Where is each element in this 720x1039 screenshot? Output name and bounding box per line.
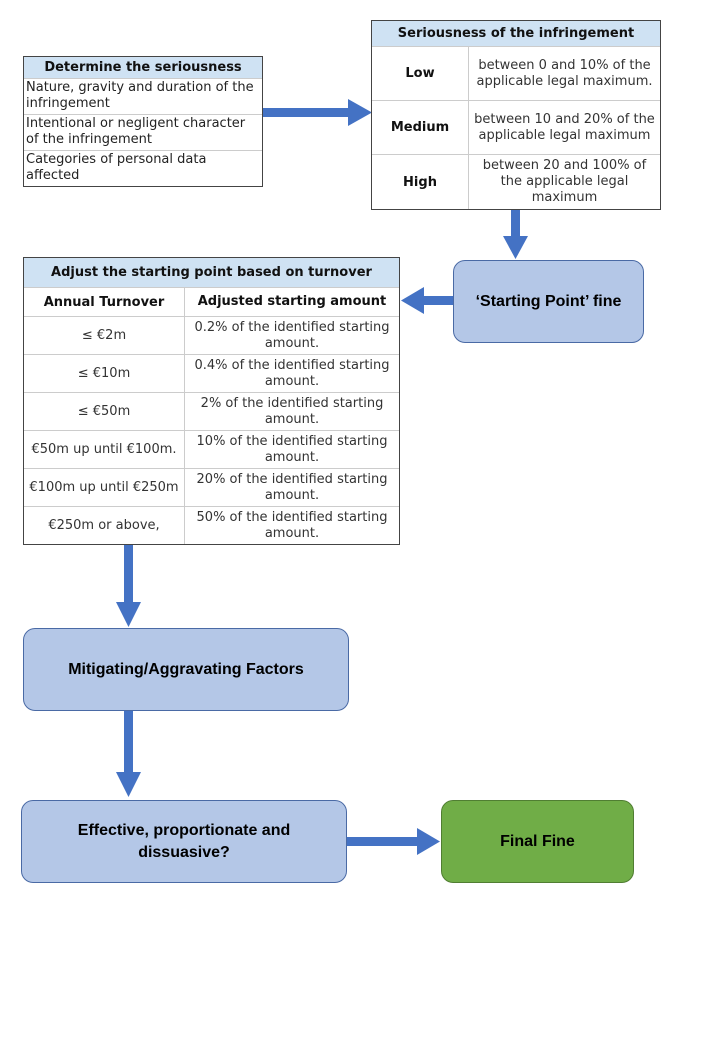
arrow-down-1 [503, 206, 528, 259]
table-row: €250m or above, 50% of the identified st… [24, 507, 399, 544]
table-row: €100m up until €250m 20% of the identifi… [24, 469, 399, 507]
amount-cell: 0.4% of the identified starting amount. [194, 357, 390, 389]
starting-point-box: ‘Starting Point’ fine [453, 260, 644, 343]
amount-cell: 0.2% of the identified starting amount. [194, 319, 390, 351]
turnover-cell: €250m or above, [24, 507, 185, 544]
determine-seriousness-table: Determine the seriousness Nature, gravit… [23, 56, 263, 187]
final-fine-label: Final Fine [500, 832, 575, 850]
seriousness-title: Seriousness of the infringement [372, 21, 660, 47]
table-row: €50m up until €100m. 10% of the identifi… [24, 431, 399, 469]
turnover-cell: €50m up until €100m. [24, 431, 185, 468]
arrow-down-2 [116, 541, 141, 627]
arrow-right-1 [263, 99, 372, 126]
starting-point-label: ‘Starting Point’ fine [475, 292, 622, 310]
table-row: ≤ €50m 2% of the identified starting amo… [24, 393, 399, 431]
mitigating-factors-label: Mitigating/Aggravating Factors [68, 660, 304, 678]
amount-cell: 2% of the identified starting amount. [200, 395, 384, 427]
turnover-cell: ≤ €2m [24, 317, 185, 354]
column-header-turnover: Annual Turnover [24, 288, 185, 316]
seriousness-level: Medium [372, 101, 469, 154]
turnover-header-row: Annual Turnover Adjusted starting amount [24, 288, 399, 317]
turnover-cell: ≤ €10m [24, 355, 185, 392]
turnover-cell: ≤ €50m [24, 393, 185, 430]
seriousness-row: High between 20 and 100% of the applicab… [372, 155, 660, 209]
effective-proportionate-box: Effective, proportionate and dissuasive? [21, 800, 347, 883]
arrow-right-2 [347, 828, 440, 855]
column-header-amount: Adjusted starting amount [197, 294, 387, 309]
final-fine-box: Final Fine [441, 800, 634, 883]
seriousness-table: Seriousness of the infringement Low betw… [371, 20, 661, 210]
mitigating-factors-box: Mitigating/Aggravating Factors [23, 628, 349, 711]
determine-item: Categories of personal data affected [26, 152, 207, 183]
turnover-cell: €100m up until €250m [24, 469, 185, 506]
amount-cell: 20% of the identified starting amount. [196, 471, 388, 503]
table-row: ≤ €2m 0.2% of the identified starting am… [24, 317, 399, 355]
turnover-adjust-title: Adjust the starting point based on turno… [24, 258, 399, 288]
seriousness-description: between 20 and 100% of the applicable le… [482, 158, 647, 205]
determine-item: Nature, gravity and duration of the infr… [24, 79, 262, 115]
amount-cell: 10% of the identified starting amount. [196, 433, 388, 465]
seriousness-level: Low [372, 47, 469, 100]
determine-seriousness-title: Determine the seriousness [24, 57, 262, 79]
arrow-left-1 [401, 287, 453, 314]
seriousness-description: between 10 and 20% of the applicable leg… [474, 111, 655, 143]
seriousness-row: Low between 0 and 10% of the applicable … [372, 47, 660, 101]
amount-cell: 50% of the identified starting amount. [196, 509, 388, 541]
turnover-adjust-table: Adjust the starting point based on turno… [23, 257, 400, 545]
effective-proportionate-label: Effective, proportionate and dissuasive? [77, 821, 291, 861]
seriousness-description: between 0 and 10% of the applicable lega… [476, 57, 653, 89]
determine-item: Intentional or negligent character of th… [24, 115, 262, 151]
arrow-down-3 [116, 711, 141, 797]
table-row: ≤ €10m 0.4% of the identified starting a… [24, 355, 399, 393]
seriousness-level: High [372, 155, 469, 209]
seriousness-row: Medium between 10 and 20% of the applica… [372, 101, 660, 155]
